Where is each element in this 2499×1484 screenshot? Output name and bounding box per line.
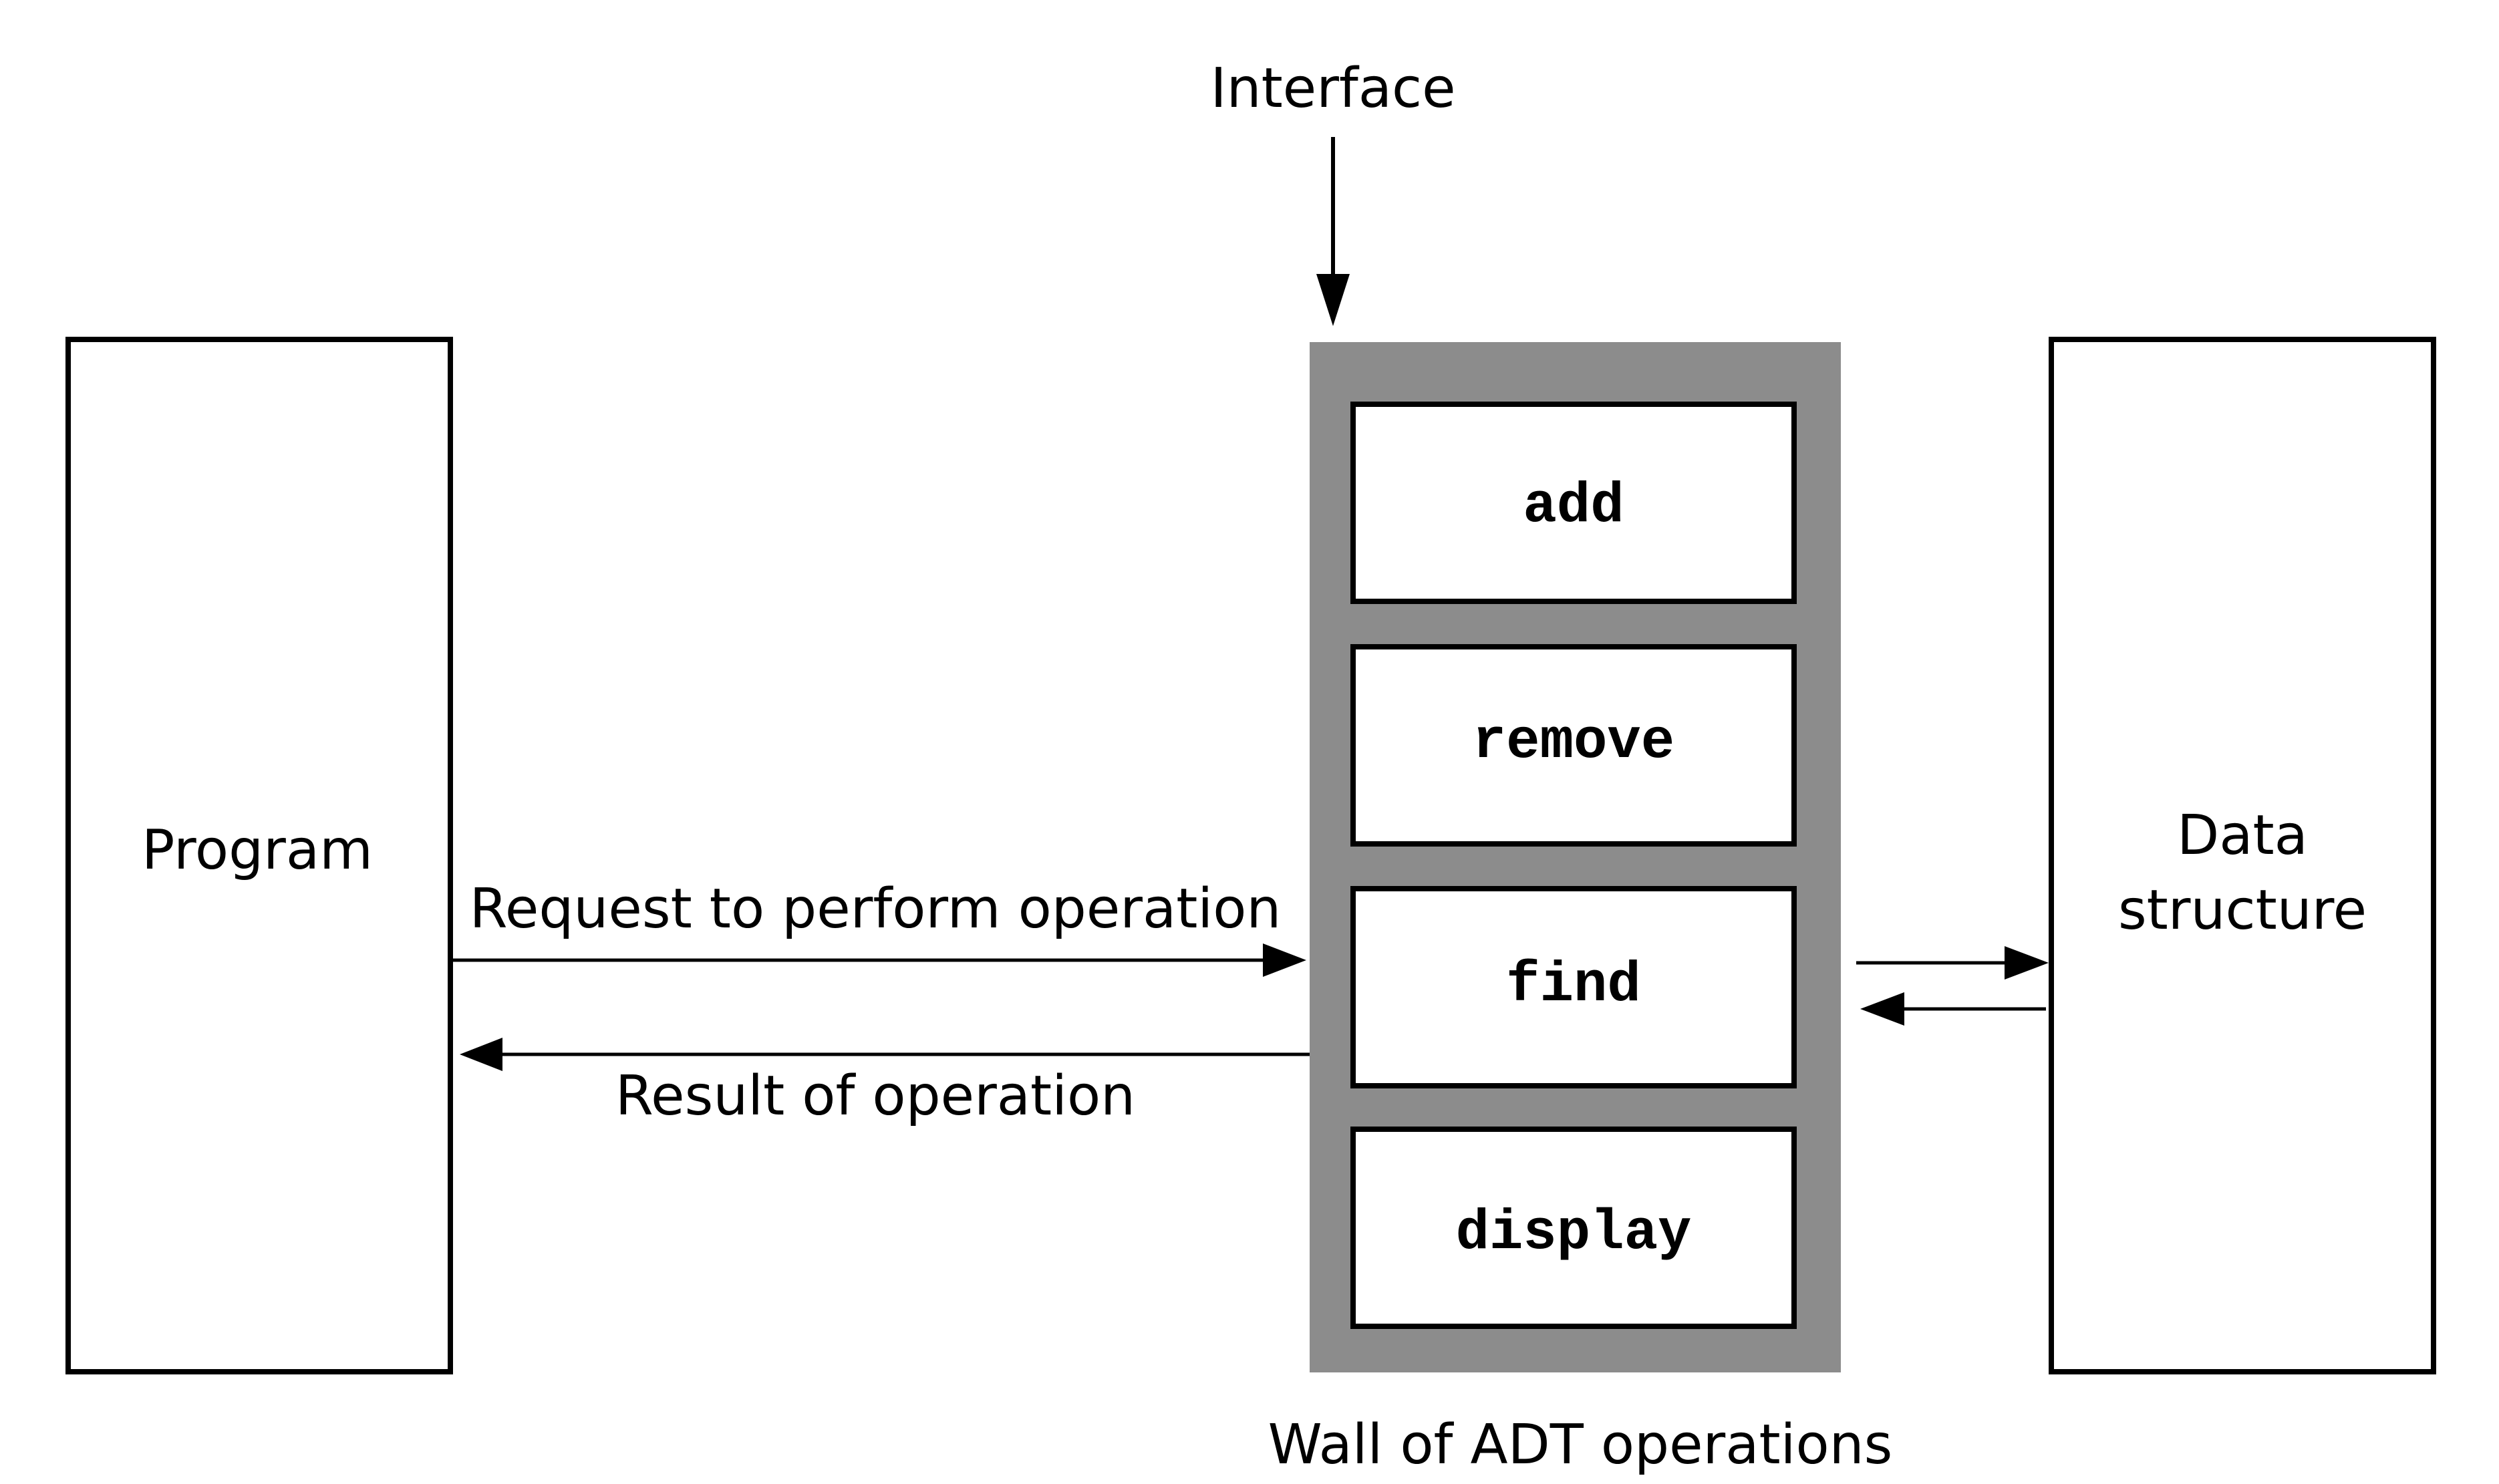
request-arrowhead <box>1263 943 1306 977</box>
operation-label-remove: remove <box>1473 711 1674 774</box>
data-to-wall-arrowhead <box>1860 992 1904 1026</box>
operation-label-find: find <box>1506 954 1641 1018</box>
operation-label-display: display <box>1456 1202 1692 1266</box>
program-label: Program <box>142 819 373 882</box>
operation-box-remove <box>1350 644 1797 847</box>
result-arrowhead <box>460 1038 502 1071</box>
operation-box-add <box>1350 402 1797 604</box>
data-structure-label-line2: structure <box>2118 879 2367 942</box>
result-label: Result of operation <box>615 1064 1135 1128</box>
wall-to-data-arrowhead <box>2005 946 2049 980</box>
interface-label: Interface <box>1210 57 1455 120</box>
data-structure-box <box>2049 337 2436 1374</box>
request-label: Request to perform operation <box>470 877 1282 941</box>
interface-arrowhead <box>1316 274 1350 326</box>
program-box <box>65 337 453 1374</box>
operation-box-find <box>1350 886 1797 1088</box>
wall-label: Wall of ADT operations <box>1268 1413 1893 1477</box>
operation-label-add: add <box>1523 475 1624 539</box>
data-structure-label-line1: Data <box>2177 804 2308 867</box>
operation-box-display <box>1350 1127 1797 1329</box>
